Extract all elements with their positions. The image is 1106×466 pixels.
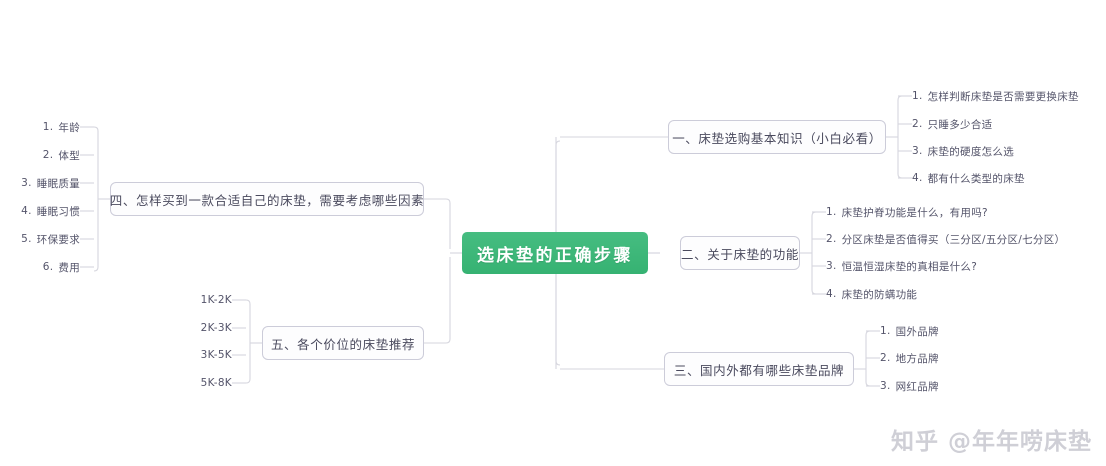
branch-label-1: 一、床垫选购基本知识（小白必看） <box>672 130 882 146</box>
leaf-index: 4. <box>912 172 923 184</box>
leaf-5-2[interactable]: 2K-3K <box>160 320 232 336</box>
leaf-index: 3. <box>21 177 32 189</box>
leaf-1-4[interactable]: 4. 都有什么类型的床垫 <box>912 170 1092 186</box>
leaf-index: 6. <box>42 261 54 273</box>
leaf-label: 环保要求 <box>36 233 80 246</box>
leaf-index: 2. <box>880 352 891 364</box>
leaf-label: 地方品牌 <box>895 352 939 365</box>
leaf-2-2[interactable]: 2. 分区床垫是否值得买（三分区/五分区/七分区） <box>826 231 1086 247</box>
leaf-4-4[interactable]: 4. 睡眠习惯 <box>6 203 80 219</box>
leaf-4-6[interactable]: 6. 费用 <box>6 259 80 275</box>
leaf-1-2[interactable]: 2. 只睡多少合适 <box>912 116 1092 132</box>
branch-node-1[interactable]: 一、床垫选购基本知识（小白必看） <box>668 120 886 154</box>
leaf-label: 床垫的防螨功能 <box>841 288 918 301</box>
leaf-label: 国外品牌 <box>895 325 939 338</box>
leaf-label: 都有什么类型的床垫 <box>927 172 1025 185</box>
leaf-index: 4. <box>21 205 32 217</box>
branch-node-3[interactable]: 三、国内外都有哪些床垫品牌 <box>664 352 854 386</box>
leaf-5-1[interactable]: 1K-2K <box>160 292 232 308</box>
leaf-label: 只睡多少合适 <box>927 118 993 131</box>
leaf-2-1[interactable]: 1. 床垫护脊功能是什么，有用吗? <box>826 204 1056 220</box>
leaf-index: 1. <box>42 121 54 133</box>
leaf-4-1[interactable]: 1. 年龄 <box>6 119 80 135</box>
leaf-label: 费用 <box>58 261 80 274</box>
leaf-label: 睡眠质量 <box>36 177 80 190</box>
leaf-4-3[interactable]: 3. 睡眠质量 <box>6 175 80 191</box>
leaf-index: 3. <box>880 380 891 392</box>
leaf-label: 3K-5K <box>200 349 232 361</box>
leaf-index: 3. <box>912 145 923 157</box>
leaf-label: 体型 <box>58 149 80 162</box>
leaf-label: 怎样判断床垫是否需要更换床垫 <box>927 90 1079 103</box>
zhihu-watermark: 知乎 @年年唠床垫 <box>891 422 1092 456</box>
leaf-label: 床垫护脊功能是什么，有用吗? <box>841 206 988 219</box>
leaf-2-4[interactable]: 4. 床垫的防螨功能 <box>826 286 1056 302</box>
leaf-index: 4. <box>826 288 837 300</box>
leaf-index: 3. <box>826 260 837 272</box>
branch-label-2: 二、关于床垫的功能 <box>681 246 799 262</box>
root-node[interactable]: 选床垫的正确步骤 <box>462 232 648 274</box>
leaf-1-3[interactable]: 3. 床垫的硬度怎么选 <box>912 143 1092 159</box>
leaf-5-4[interactable]: 5K-8K <box>160 375 232 391</box>
branch-label-5: 五、各个价位的床垫推荐 <box>270 336 416 352</box>
leaf-index: 2. <box>42 149 54 161</box>
root-label: 选床垫的正确步骤 <box>477 245 633 266</box>
leaf-label: 5K-8K <box>200 377 232 389</box>
leaf-3-2[interactable]: 2. 地方品牌 <box>880 350 1000 366</box>
leaf-label: 年龄 <box>58 121 80 134</box>
leaf-index: 5. <box>21 233 32 245</box>
leaf-4-5[interactable]: 5. 环保要求 <box>6 231 80 247</box>
branch-label-3: 三、国内外都有哪些床垫品牌 <box>673 362 845 378</box>
leaf-5-3[interactable]: 3K-5K <box>160 347 232 363</box>
branch-node-2[interactable]: 二、关于床垫的功能 <box>680 236 800 270</box>
watermark-text: 知乎 @年年唠床垫 <box>890 429 1092 455</box>
leaf-index: 1. <box>912 90 923 102</box>
leaf-1-1[interactable]: 1. 怎样判断床垫是否需要更换床垫 <box>912 88 1092 104</box>
leaf-label: 2K-3K <box>200 322 232 334</box>
leaf-index: 1. <box>826 206 837 218</box>
leaf-label: 床垫的硬度怎么选 <box>927 145 1015 158</box>
leaf-index: 2. <box>912 118 923 130</box>
leaf-label: 网红品牌 <box>895 380 939 393</box>
branch-node-5[interactable]: 五、各个价位的床垫推荐 <box>262 326 424 360</box>
leaf-label: 分区床垫是否值得买（三分区/五分区/七分区） <box>841 233 1066 246</box>
leaf-3-1[interactable]: 1. 国外品牌 <box>880 323 1000 339</box>
leaf-label: 1K-2K <box>200 294 232 306</box>
leaf-label: 恒温恒湿床垫的真相是什么? <box>841 260 978 273</box>
leaf-label: 睡眠习惯 <box>36 205 80 218</box>
leaf-index: 1. <box>880 325 891 337</box>
leaf-2-3[interactable]: 3. 恒温恒湿床垫的真相是什么? <box>826 258 1056 274</box>
branch-label-4: 四、怎样买到一款合适自己的床垫，需要考虑哪些因素 <box>109 192 425 208</box>
leaf-index: 2. <box>826 233 837 245</box>
leaf-4-2[interactable]: 2. 体型 <box>6 147 80 163</box>
branch-node-4[interactable]: 四、怎样买到一款合适自己的床垫，需要考虑哪些因素 <box>110 182 424 216</box>
leaf-3-3[interactable]: 3. 网红品牌 <box>880 378 1000 394</box>
